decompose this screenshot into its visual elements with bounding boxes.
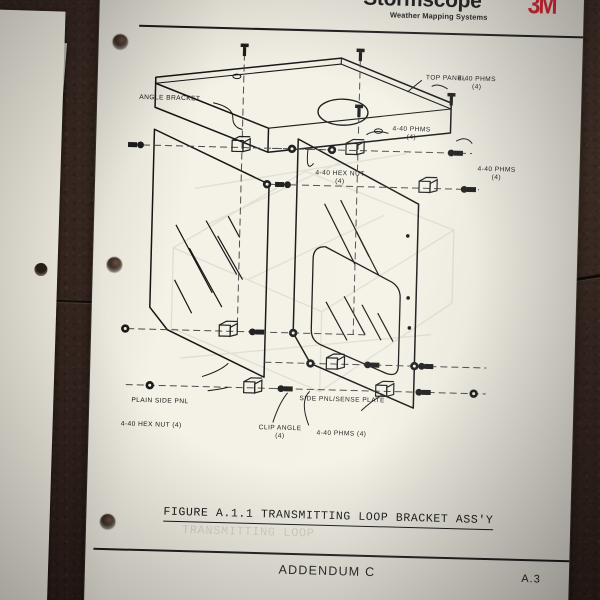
callout-hex-nut-left: 4-40 HEX NUT (4) [120,420,182,430]
callout-hex-nut-right: 4-40 HEX NUT (4) [315,169,365,186]
callout-phms-top-right: 4-40 PHMS (4) [457,75,497,92]
bleed-through-text: TRANSMITTING LOOP [181,523,315,541]
callout-clip-angle: CLIP ANGLE (4) [258,424,302,440]
callout-phms-far-right: 4-40 PHMS (4) [477,165,516,182]
assembly-drawing: TOP PANEL ANGLE BRACKET 4-40 PHMS (4) 4-… [111,28,571,500]
callout-phms-bottom: 4-40 PHMS (4) [316,429,367,438]
punch-hole [34,262,48,277]
callout-angle-bracket: ANGLE BRACKET [139,93,201,103]
callout-phms-mid-right: 4-40 PHMS (4) [392,125,431,142]
brand-subtitle: Weather Mapping Systems [389,10,488,22]
manual-page: Stormscope® Weather Mapping Systems 3M [83,0,585,600]
3m-logo: 3M [527,0,557,20]
figure-caption: FIGURE A.1.1 TRANSMITTING LOOP BRACKET A… [86,500,570,531]
addendum-label: ADDENDUM C [278,562,376,580]
brand-block: Stormscope® Weather Mapping Systems [363,0,489,22]
page-number: A.3 [521,572,541,586]
callout-plain-side-pnl: PLAIN SIDE PNL [131,396,189,406]
registered-mark: ® [482,0,489,2]
